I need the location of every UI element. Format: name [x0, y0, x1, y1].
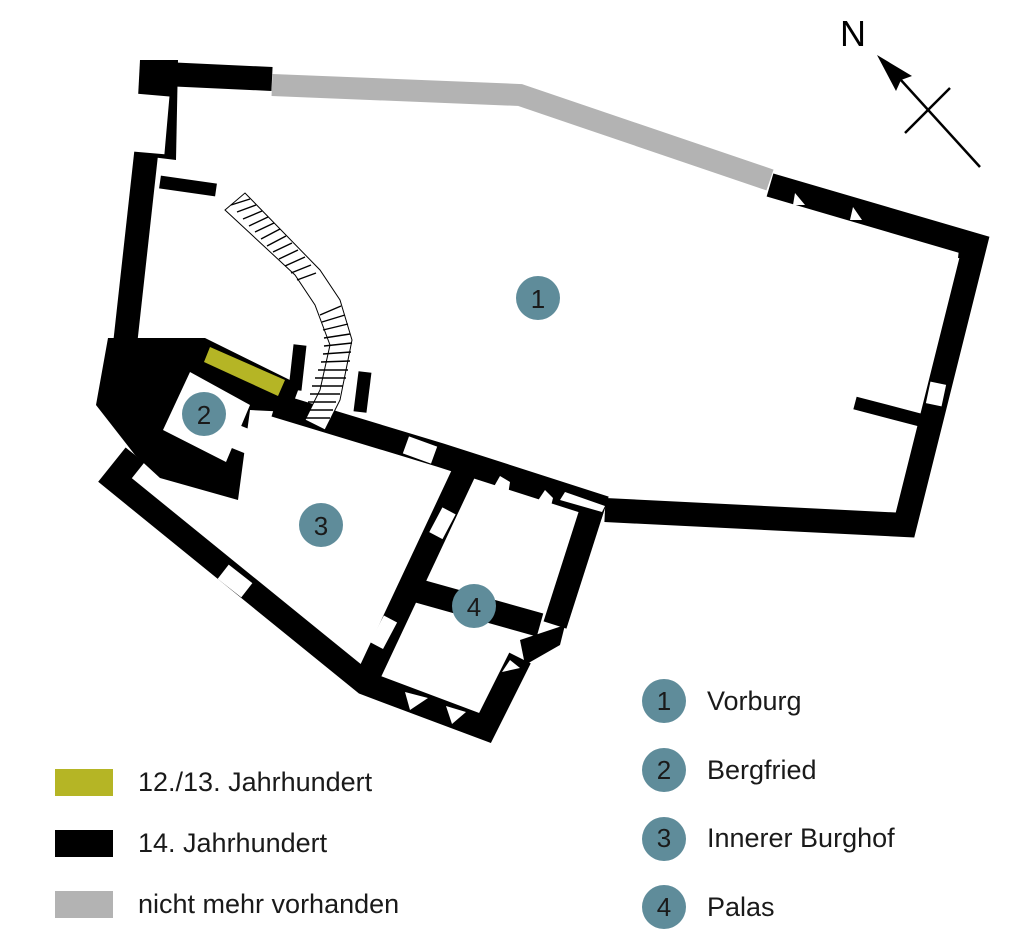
svg-text:1: 1 — [531, 284, 545, 314]
key-item: 1 Vorburg — [642, 667, 895, 736]
legend-label: 12./13. Jahrhundert — [138, 767, 373, 797]
key-label: Palas — [707, 891, 775, 922]
key-badge: 1 — [642, 679, 686, 724]
key-item: 4 Palas — [642, 873, 895, 942]
legend-item: 12./13. Jahrhundert — [55, 752, 399, 813]
legend-item: nicht mehr vorhanden — [55, 874, 399, 935]
wall-12-13th-century — [204, 347, 285, 396]
legend-item: 14. Jahrhundert — [55, 813, 399, 874]
key-label: Bergfried — [707, 754, 817, 785]
legend-swatch — [55, 830, 113, 857]
wall-stubs — [159, 175, 922, 427]
palas-notch — [520, 625, 565, 665]
legend-swatch — [55, 769, 113, 796]
key-item: 3 Innerer Burghof — [642, 804, 895, 873]
key-badge: 2 — [642, 748, 686, 793]
area-marker-4: 4 — [452, 584, 496, 628]
legend-label: 14. Jahrhundert — [138, 828, 328, 858]
window-openings — [132, 93, 947, 724]
staircase — [224, 192, 353, 431]
svg-text:2: 2 — [197, 400, 211, 430]
svg-text:3: 3 — [314, 511, 328, 541]
legend-label: nicht mehr vorhanden — [138, 889, 400, 919]
north-arrow: N — [840, 13, 981, 168]
area-key: 1 Vorburg 2 Bergfried 3 Innerer Burghof … — [642, 667, 895, 942]
period-legend: 12./13. Jahrhundert 14. Jahrhundert nich… — [55, 752, 399, 935]
key-badge: 3 — [642, 816, 686, 861]
key-label: Vorburg — [707, 685, 802, 716]
area-marker-1: 1 — [516, 276, 560, 320]
key-label: Innerer Burghof — [707, 823, 895, 854]
wall-lost — [271, 74, 774, 191]
area-marker-3: 3 — [299, 503, 343, 547]
north-label: N — [840, 13, 866, 54]
corner-ne — [958, 240, 985, 260]
area-marker-2: 2 — [182, 392, 226, 436]
key-badge: 4 — [642, 885, 686, 930]
svg-text:4: 4 — [467, 592, 481, 622]
legend-swatch — [55, 891, 113, 918]
key-item: 2 Bergfried — [642, 736, 895, 805]
